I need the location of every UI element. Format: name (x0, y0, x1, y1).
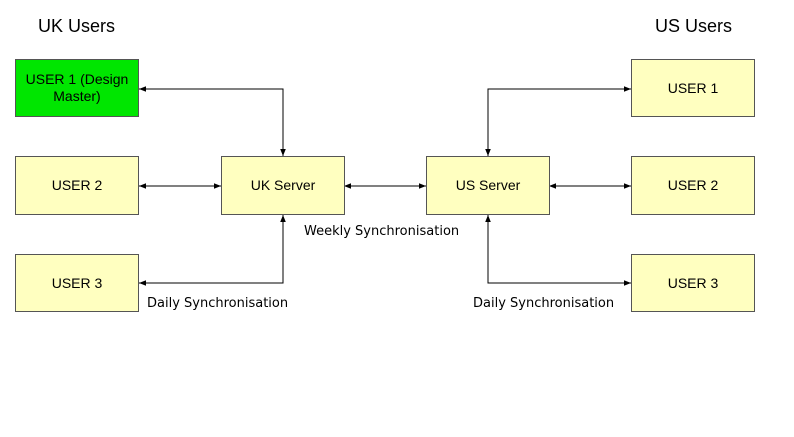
us-users-heading: US Users (655, 16, 733, 36)
uk-user-2-box: USER 2 (15, 156, 139, 215)
weekly-sync-caption: Weekly Synchronisation (304, 224, 460, 239)
us-user-3-box: USER 3 (631, 254, 755, 312)
daily-sync-caption-uk: Daily Synchronisation (147, 296, 289, 311)
uk-user-1-label: USER 1 (Design Master) (25, 71, 129, 104)
uk-server-box: UK Server (221, 156, 345, 215)
uk-users-heading: UK Users (38, 16, 116, 36)
us-user-3-label: USER 3 (667, 274, 719, 291)
uk-server-label: UK Server (250, 177, 316, 193)
connector-us-server-us-user3 (485, 215, 631, 286)
uk-user-2-label: USER 2 (51, 177, 103, 193)
uk-user-1-design-master-box: USER 1 (Design Master) (15, 59, 139, 117)
us-user-1-label: USER 1 (667, 79, 719, 96)
uk-user-3-label: USER 3 (51, 274, 103, 291)
connector-uk-user3-uk-server (139, 215, 286, 286)
us-server-box: US Server (426, 156, 550, 215)
uk-user-3-box: USER 3 (15, 254, 139, 312)
connector-us-server-us-user1 (485, 86, 631, 156)
us-user-2-label: USER 2 (667, 177, 719, 193)
us-server-label: US Server (455, 177, 521, 193)
connector-uk-user1-uk-server (139, 86, 286, 156)
us-user-1-box: USER 1 (631, 59, 755, 117)
us-user-2-box: USER 2 (631, 156, 755, 215)
daily-sync-caption-us: Daily Synchronisation (473, 296, 615, 311)
